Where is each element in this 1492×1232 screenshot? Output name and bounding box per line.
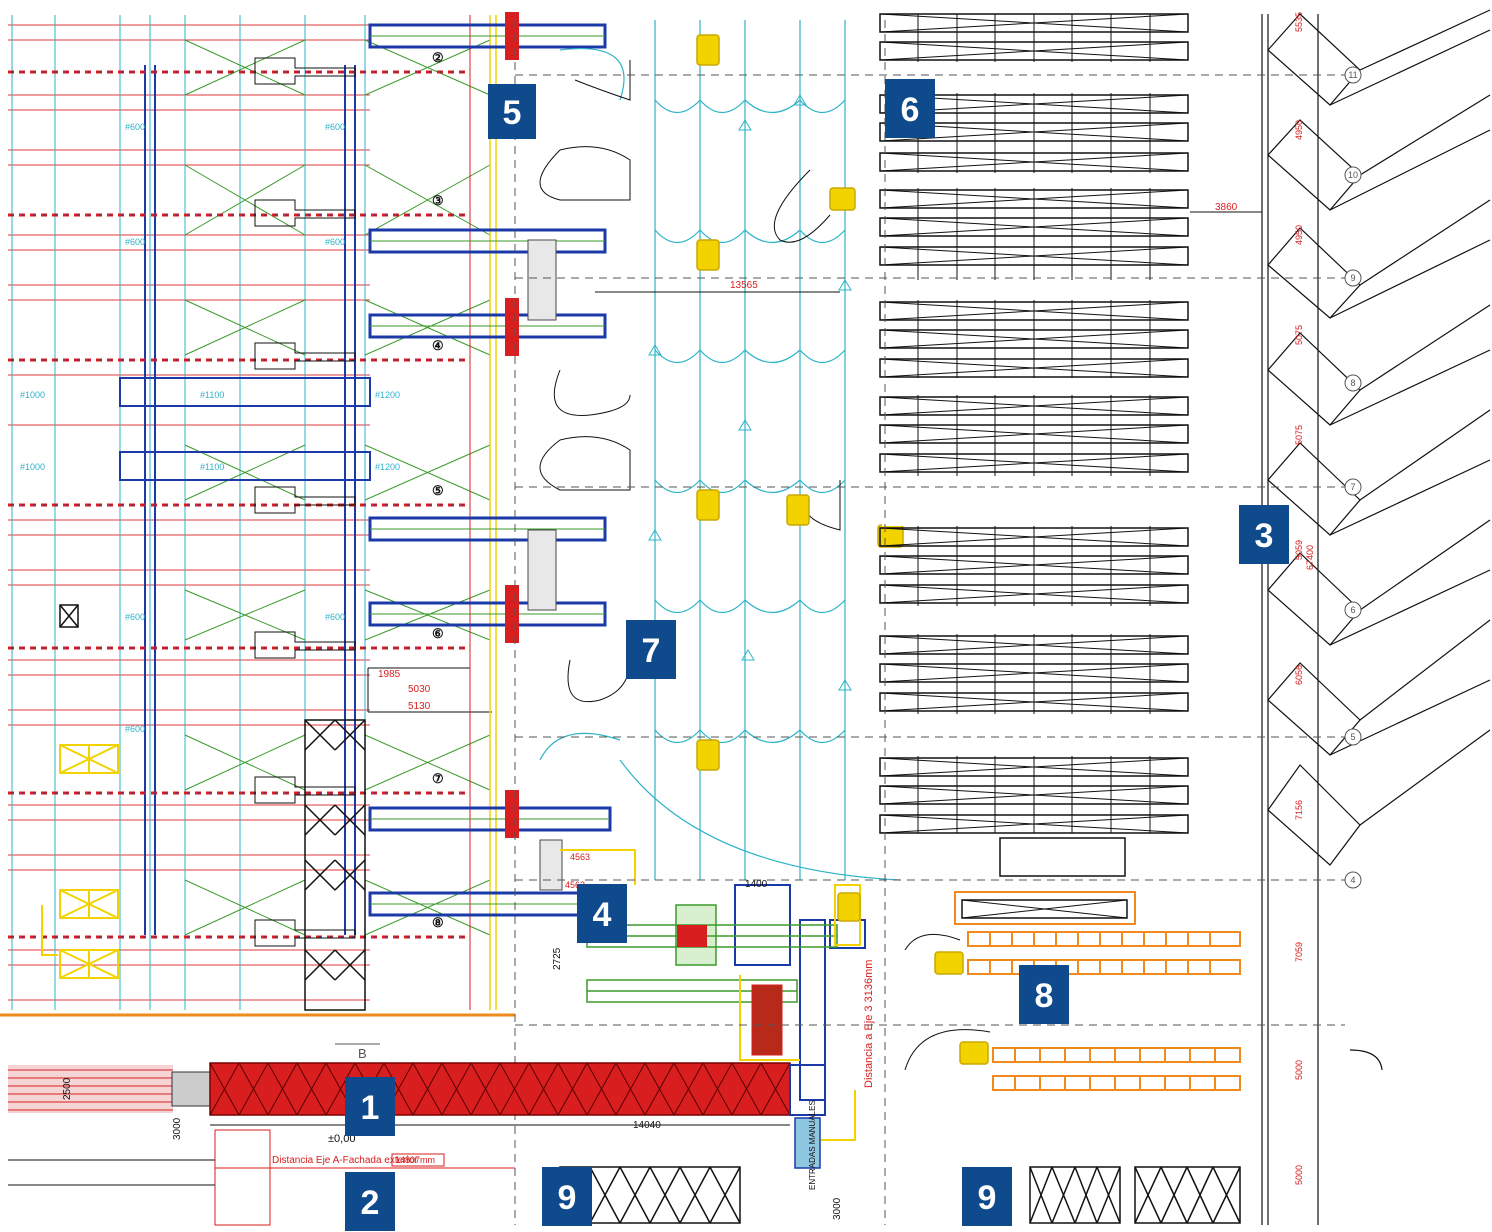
- badge-number: 6: [901, 91, 920, 129]
- spacing-label: #1100: [200, 462, 224, 472]
- grid-axis-label: 10: [1348, 170, 1358, 180]
- bay-dimension: 7156: [1294, 800, 1304, 820]
- conveyor-width: 2500: [62, 1077, 73, 1100]
- badge-number: 9: [978, 1179, 997, 1217]
- spacing-label: #1100: [200, 390, 224, 400]
- pallet-racks: [954, 891, 1241, 1091]
- bay-dimension: 5059: [1294, 540, 1304, 560]
- grid-axis-label: 4: [1350, 875, 1355, 885]
- spacing-label: #600: [125, 724, 145, 734]
- area-badge-9-left: 9: [542, 1167, 592, 1226]
- right-grid-bays: [1261, 9, 1491, 1225]
- bay-dimension: 5075: [1294, 325, 1304, 345]
- aisle-number: ⑥: [432, 626, 444, 641]
- spacing-label: #600: [325, 122, 345, 132]
- area-badge-3: 3: [1239, 505, 1289, 564]
- facade-annotation: Distancia Eje A-Fachada exterior 14807mm…: [8, 1100, 843, 1226]
- bottom-racks: [559, 1166, 1241, 1224]
- spacing-label: #1000: [20, 462, 45, 472]
- dimension-label: 4563: [565, 880, 585, 890]
- area-badge-8: 8: [1019, 965, 1069, 1024]
- bay-dimension: 5000: [1294, 1165, 1304, 1185]
- dimension-label: 5130: [408, 701, 431, 712]
- dimension-label: 3860: [1215, 202, 1238, 213]
- badge-number: 4: [593, 896, 612, 934]
- aisle-number: ⑧: [432, 915, 444, 930]
- bay-dimension: 5075: [1294, 425, 1304, 445]
- grid-axis-label: 8: [1350, 378, 1355, 388]
- conveyor-stations: 1400 2725 4563 4563 Distancia a Eje 3 31…: [368, 12, 875, 1141]
- dimension-label: 3000: [832, 1197, 843, 1220]
- section-marker: B: [358, 1046, 367, 1061]
- grid-axis-markers: 11 10 9 8 7 6 5 4: [1344, 66, 1362, 889]
- badge-number: 5: [503, 94, 522, 132]
- dimension-label: 4563: [570, 852, 590, 862]
- grid-axis-label: 7: [1350, 482, 1355, 492]
- bay-dimension: 7059: [1294, 942, 1304, 962]
- spacing-label: #600: [125, 237, 145, 247]
- spacing-label: #600: [125, 122, 145, 132]
- dimension-label: 1985: [378, 669, 401, 680]
- dimension-label: 13565: [730, 280, 758, 291]
- area-badge-5: 5: [488, 84, 536, 139]
- bay-dimension: 4950: [1294, 120, 1304, 140]
- badge-number: 2: [361, 1184, 380, 1222]
- axis-distance-label: Distancia a Eje 3 3136mm: [863, 960, 875, 1088]
- facade-value: 14807mm: [395, 1155, 435, 1165]
- grid-axis-label: 11: [1348, 70, 1357, 80]
- dimension-label: 5030: [408, 684, 431, 695]
- aisle-number: ⑤: [432, 483, 444, 498]
- badge-number: 8: [1035, 977, 1054, 1015]
- spacing-label: #1200: [375, 390, 400, 400]
- aisle-number: ⑦: [432, 771, 444, 786]
- badge-number: 9: [558, 1179, 577, 1217]
- bay-dimension: 5000: [1294, 1060, 1304, 1080]
- badge-number: 7: [642, 632, 661, 670]
- aisle-number: ③: [432, 193, 444, 208]
- area-badge-2: 2: [345, 1172, 395, 1231]
- badge-number: 1: [361, 1089, 380, 1127]
- left-racking-area: #1000 #1100 #1200 #1000 #1100 #1200 #600…: [0, 15, 515, 1017]
- manual-entries-label: ENTRADAS MANUALES: [808, 1100, 817, 1190]
- spacing-label: #600: [125, 612, 145, 622]
- dimension-label: 2725: [552, 947, 563, 970]
- area-badge-9-right: 9: [962, 1167, 1012, 1226]
- spacing-label: #600: [325, 612, 345, 622]
- facade-label: Distancia Eje A-Fachada exterior: [272, 1155, 418, 1166]
- aisle-number: ②: [432, 50, 444, 65]
- aisle-number: ④: [432, 338, 444, 353]
- area-badge-6: 6: [885, 79, 935, 138]
- total-dimension: 67400: [1305, 545, 1315, 570]
- spacing-label: #1200: [375, 462, 400, 472]
- dimension-label: 3000: [172, 1117, 183, 1140]
- area-badge-7: 7: [626, 620, 676, 679]
- bay-dimension: 6056: [1294, 665, 1304, 685]
- spacing-label: #600: [325, 237, 345, 247]
- dimension-label: 1400: [745, 879, 768, 890]
- grid-axis-label: 5: [1350, 732, 1355, 742]
- grid-axis-label: 9: [1350, 273, 1355, 283]
- bay-dimension: 5535: [1294, 12, 1304, 32]
- badge-number: 3: [1255, 517, 1274, 555]
- grid-axis-label: 6: [1350, 605, 1355, 615]
- inbound-conveyor: 14040 2500 3000 ±0,00 B: [8, 1043, 826, 1169]
- spacing-label: #1000: [20, 390, 45, 400]
- area-badge-1: 1: [345, 1077, 395, 1136]
- conveyor-length: 14040: [633, 1120, 661, 1131]
- bay-dimension: 4950: [1294, 225, 1304, 245]
- area-badge-4: 4: [577, 884, 627, 943]
